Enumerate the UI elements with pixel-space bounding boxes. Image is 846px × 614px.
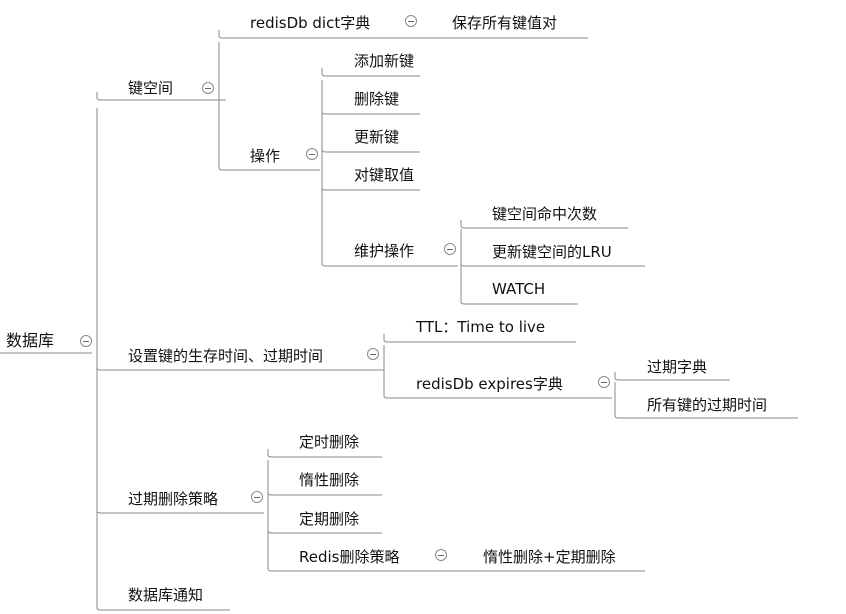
connector-line — [321, 258, 458, 267]
node-op-update[interactable]: 更新键 — [354, 128, 400, 146]
connector-line — [614, 410, 798, 419]
connector-line — [383, 390, 612, 399]
connector-line — [267, 563, 450, 572]
node-redisdb-expires[interactable]: redisDb expires字典 — [416, 375, 563, 393]
collapse-expire-policy-icon[interactable] — [251, 491, 263, 503]
node-op-delete[interactable]: 删除键 — [354, 90, 400, 108]
collapse-maintain-icon[interactable] — [444, 243, 456, 255]
connector-line — [383, 334, 576, 343]
connector-line — [321, 182, 420, 191]
node-redis-policy[interactable]: Redis删除策略 — [299, 548, 400, 566]
node-timed-delete[interactable]: 定时删除 — [299, 433, 360, 451]
node-keyspace-hits[interactable]: 键空间命中次数 — [492, 205, 598, 223]
node-lazy-delete[interactable]: 惰性删除 — [299, 471, 360, 489]
connector-line — [460, 296, 578, 305]
collapse-redis-policy-icon[interactable] — [435, 549, 447, 561]
connector-line — [96, 362, 384, 371]
connector-line — [267, 449, 382, 458]
node-set-ttl[interactable]: 设置键的生存时间、过期时间 — [128, 347, 324, 365]
node-expire-policy[interactable]: 过期删除策略 — [128, 490, 219, 508]
connector-line — [321, 144, 420, 153]
collapse-operations-icon[interactable] — [306, 148, 318, 160]
collapse-redisdb-dict-icon[interactable] — [405, 15, 417, 27]
node-redisdb-dict[interactable]: redisDb dict字典 — [250, 14, 371, 32]
node-ttl[interactable]: TTL：Time to live — [416, 318, 546, 336]
node-keyspace[interactable]: 键空间 — [128, 79, 174, 97]
node-update-lru[interactable]: 更新键空间的LRU — [492, 243, 612, 261]
connector-line — [321, 68, 420, 77]
node-database[interactable]: 数据库 — [6, 331, 55, 350]
connector-line — [267, 525, 382, 534]
connector-line — [96, 92, 226, 101]
connector-line — [96, 505, 264, 514]
node-lazy-plus-periodic[interactable]: 惰性删除+定期删除 — [483, 548, 616, 566]
node-periodic-delete[interactable]: 定期删除 — [299, 510, 360, 528]
connector-line — [267, 487, 382, 496]
node-expire-all[interactable]: 所有键的过期时间 — [647, 396, 768, 414]
node-op-add[interactable]: 添加新键 — [354, 52, 415, 70]
node-operations[interactable]: 操作 — [250, 147, 281, 165]
collapse-set-ttl-icon[interactable] — [367, 348, 379, 360]
connector-line — [614, 372, 730, 381]
node-op-get[interactable]: 对键取值 — [354, 166, 415, 184]
node-maintain[interactable]: 维护操作 — [354, 242, 415, 260]
connector-line — [460, 220, 628, 229]
collapse-keyspace-icon[interactable] — [202, 82, 214, 94]
collapse-redisdb-expires-icon[interactable] — [598, 376, 610, 388]
connector-line — [218, 162, 320, 171]
connector-line — [460, 258, 645, 267]
node-store-all-pairs[interactable]: 保存所有键值对 — [452, 14, 558, 32]
connector-line — [96, 602, 230, 611]
node-db-notify[interactable]: 数据库通知 — [128, 586, 204, 604]
connector-line — [321, 106, 420, 115]
node-watch[interactable]: WATCH — [492, 280, 546, 298]
node-expire-dict[interactable]: 过期字典 — [647, 358, 708, 376]
collapse-database-icon[interactable] — [80, 335, 92, 347]
connector-line — [218, 30, 588, 39]
